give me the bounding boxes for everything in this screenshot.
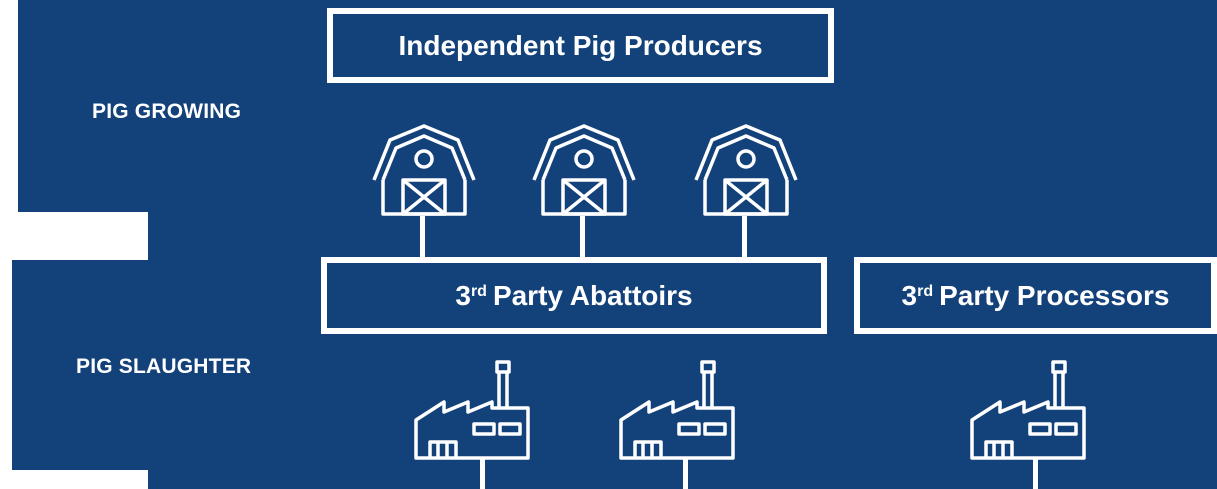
processors-ordinal: rd — [917, 282, 934, 300]
factory-connector — [480, 458, 485, 489]
barn-connector — [742, 216, 747, 259]
barn-connector — [420, 216, 425, 259]
factory-icon — [619, 360, 735, 460]
pig-growing-panel — [18, 0, 1217, 212]
pig-slaughter-panel-lower — [148, 470, 1217, 489]
factory-connector — [1033, 458, 1038, 489]
factory-connector — [683, 458, 688, 489]
barn-connector — [580, 216, 585, 259]
abattoirs-label: Party Abattoirs — [492, 279, 693, 311]
pig-growing-panel-lower — [148, 212, 1217, 260]
factory-icon — [414, 360, 530, 460]
barn-icon — [694, 124, 798, 216]
pig-slaughter-panel — [12, 260, 1217, 470]
independent-pig-producers-label: Independent Pig Producers — [398, 29, 763, 61]
barn-icon — [372, 124, 476, 216]
abattoirs-prefix: 3 — [455, 279, 471, 311]
row-label-pig-growing: PIG GROWING — [92, 100, 242, 123]
processors-label: Party Processors — [939, 279, 1170, 311]
row-label-pig-slaughter: PIG SLAUGHTER — [76, 355, 252, 378]
factory-icon — [970, 360, 1086, 460]
processors-prefix: 3 — [901, 279, 918, 311]
barn-icon — [532, 124, 636, 216]
abattoirs-ordinal: rd — [470, 282, 487, 300]
independent-pig-producers-box: Independent Pig Producers — [327, 8, 834, 83]
